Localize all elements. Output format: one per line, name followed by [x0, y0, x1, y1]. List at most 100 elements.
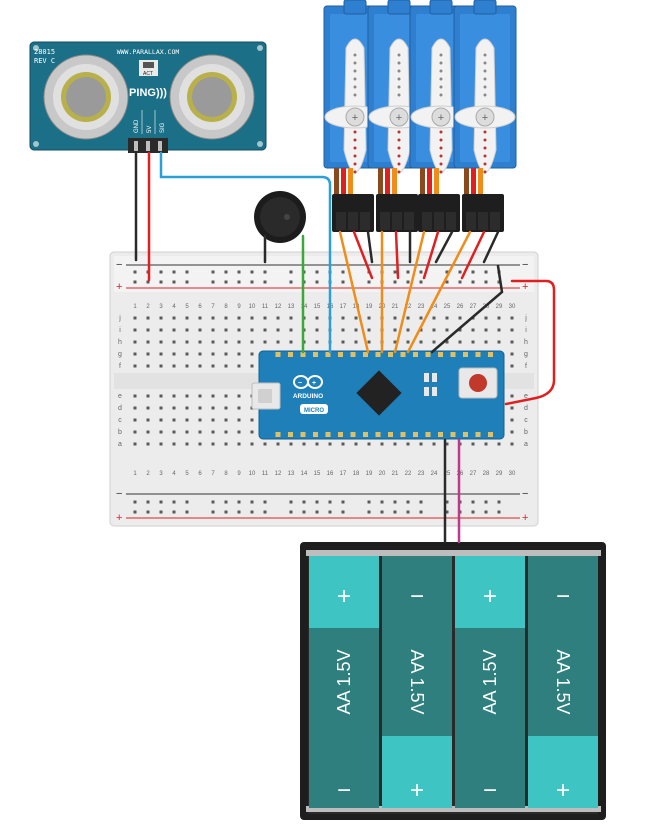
row-letter: h	[524, 339, 528, 346]
top-rail-minus-symbol: −	[116, 259, 122, 271]
rail-hole	[393, 270, 397, 274]
header-pin	[400, 352, 406, 357]
rail-hole	[406, 500, 410, 504]
rail-hole	[172, 280, 176, 284]
aa-battery-cell: +−AA 1.5V	[306, 550, 382, 812]
rail-hole	[185, 270, 189, 274]
rail-hole	[315, 500, 319, 504]
wire-ping-sig	[159, 151, 332, 354]
rail-hole	[328, 500, 332, 504]
rail-hole	[497, 280, 501, 284]
terminal-hole	[497, 442, 501, 446]
header-pin	[488, 352, 493, 357]
column-number: 17	[340, 471, 347, 477]
terminal-hole	[484, 328, 488, 332]
rail-hole	[289, 270, 293, 274]
row-letter: a	[524, 441, 528, 448]
terminal-hole	[354, 328, 358, 332]
column-number: 26	[457, 471, 464, 477]
terminal-hole	[198, 316, 202, 320]
terminal-hole	[224, 442, 228, 446]
rail-hole	[250, 510, 254, 514]
terminal-hole	[172, 316, 176, 320]
rail-hole	[146, 500, 150, 504]
wire-servo4-signal	[406, 230, 472, 354]
column-number: 21	[392, 304, 399, 310]
terminal-hole	[133, 316, 137, 320]
aa-battery-cell: +−AA 1.5V	[452, 550, 528, 812]
terminal-hole	[211, 340, 215, 344]
screw-icon: +	[396, 112, 402, 124]
battery-label: AA 1.5V	[334, 649, 354, 714]
wire-servo4-gnd	[482, 230, 500, 264]
row-letter: b	[118, 429, 122, 436]
header-pin	[313, 432, 318, 437]
column-number: 21	[392, 471, 399, 477]
terminal-hole	[159, 442, 163, 446]
terminal-hole	[211, 418, 215, 422]
terminal-hole	[445, 316, 449, 320]
terminal-hole	[419, 442, 423, 446]
terminal-hole	[276, 328, 280, 332]
column-number: 7	[211, 304, 215, 310]
column-number: 2	[146, 304, 150, 310]
terminal-hole	[510, 340, 514, 344]
wire-servo2-power	[394, 230, 400, 280]
rail-hole	[471, 270, 475, 274]
terminal-hole	[484, 442, 488, 446]
terminal-hole	[432, 442, 436, 446]
terminal-hole	[354, 442, 358, 446]
terminal-hole	[146, 352, 150, 356]
rail-hole	[289, 510, 293, 514]
column-number: 9	[237, 471, 241, 477]
terminal-hole	[393, 316, 397, 320]
aa-battery-cell: −+AA 1.5V	[379, 550, 455, 812]
terminal-hole	[211, 394, 215, 398]
row-letter: d	[118, 405, 122, 412]
rail-hole	[185, 280, 189, 284]
rail-hole	[133, 270, 137, 274]
column-number: 25	[444, 471, 451, 477]
terminal-hole	[224, 406, 228, 410]
rail-hole	[263, 510, 267, 514]
rail-hole	[185, 500, 189, 504]
terminal-hole	[471, 328, 475, 332]
header-pin	[375, 352, 381, 357]
terminal-hole	[211, 430, 215, 434]
terminal-hole	[276, 442, 280, 446]
terminal-hole	[185, 352, 189, 356]
rail-hole	[380, 500, 384, 504]
terminal-hole	[211, 328, 215, 332]
terminal-hole	[445, 340, 449, 344]
column-number: 27	[470, 304, 477, 310]
terminal-hole	[172, 430, 176, 434]
rail-hole	[380, 510, 384, 514]
terminal-hole	[185, 430, 189, 434]
rail-hole	[328, 510, 332, 514]
column-number: 27	[470, 471, 477, 477]
column-number: 10	[249, 304, 256, 310]
column-number: 15	[314, 471, 321, 477]
rail-hole	[458, 280, 462, 284]
positive-terminal-symbol: +	[556, 777, 570, 804]
terminal-hole	[289, 316, 293, 320]
terminal-hole	[185, 340, 189, 344]
terminal-hole	[497, 328, 501, 332]
pin-label-5v: 5V	[147, 126, 153, 133]
transducer-left	[43, 54, 129, 140]
bottom-rail-plus-symbol-right: +	[522, 512, 528, 524]
terminal-hole	[224, 328, 228, 332]
rail-hole	[250, 500, 254, 504]
reset-button-cap[interactable]	[469, 374, 487, 392]
header-pin	[363, 432, 368, 437]
terminal-hole	[289, 340, 293, 344]
terminal-hole	[432, 340, 436, 344]
rail-hole	[315, 510, 319, 514]
header-pin	[450, 352, 456, 357]
bottom-rail-holes	[133, 500, 501, 514]
column-number: 5	[185, 471, 189, 477]
rail-hole	[419, 280, 423, 284]
wire-servo4-power	[460, 230, 486, 280]
terminal-hole	[406, 328, 410, 332]
header-pin	[300, 432, 306, 437]
